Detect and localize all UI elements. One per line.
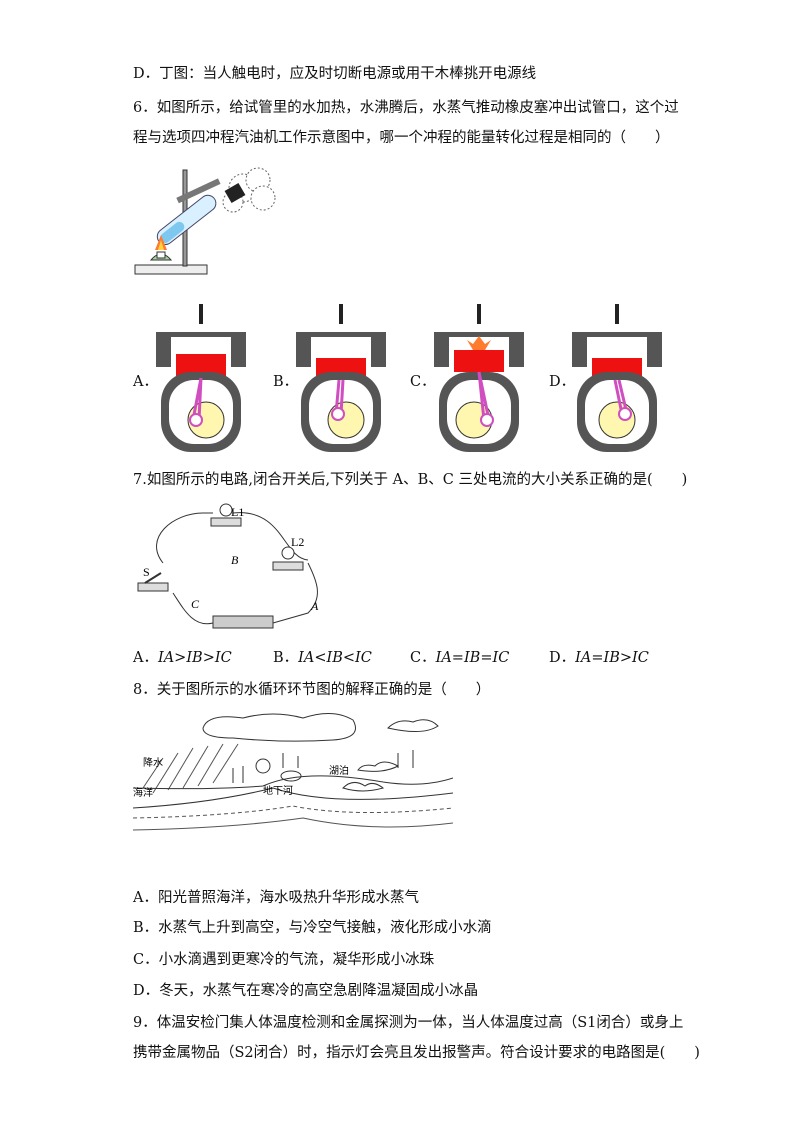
- q8-option-a: A．阳光普照海洋，海水吸热升华形成水蒸气: [133, 890, 419, 906]
- label-lake: 湖泊: [329, 765, 349, 777]
- q7-option-d: D．IA=IB>IC: [549, 650, 649, 666]
- q6-option-d: D．: [549, 374, 576, 390]
- steam-cloud-icon: [222, 167, 276, 213]
- q7-circuit-diagram: L1 L2 S B C A: [137, 503, 319, 629]
- switch-icon: [137, 582, 169, 592]
- q9-stem-line1: 9．体温安检门集人体温度检测和金属探测为一体，当人体温度过高（S1闭合）或身上: [133, 1015, 684, 1031]
- lamp-l2-icon: [281, 546, 295, 560]
- water-cycle-diagram: 降水 海洋 湖泊 地下河: [133, 713, 453, 831]
- label-s: S: [143, 565, 150, 579]
- engine-stroke-b: [296, 304, 386, 452]
- label-l2: L2: [291, 535, 304, 549]
- label-b: B: [231, 553, 239, 567]
- label-rain: 降水: [143, 756, 163, 769]
- q8-option-b: B．水蒸气上升到高空，与冷空气接触，液化形成小水滴: [133, 920, 492, 936]
- rubber-stopper-icon: [224, 182, 246, 204]
- lamp-l1-icon: [219, 503, 233, 517]
- q5-option-d: D．丁图：当人触电时，应及时切断电源或用干木棒挑开电源线: [133, 66, 537, 82]
- label-l1: L1: [231, 505, 244, 519]
- q6-option-c: C．: [410, 374, 436, 390]
- label-ocean: 海洋: [133, 786, 153, 799]
- lamp-l2-base: [272, 561, 304, 571]
- q6-option-a: A．: [133, 374, 158, 390]
- q6-stem-line2: 程与选项四冲程汽油机工作示意图中，哪一个冲程的能量转化过程是相同的（ ）: [133, 130, 670, 146]
- q9-stem-line2: 携带金属物品（S2闭合）时，指示灯会亮且发出报警声。符合设计要求的电路图是( ): [133, 1045, 700, 1061]
- engine-stroke-c: [434, 304, 524, 452]
- battery-icon: [212, 615, 274, 629]
- q7-option-b: B．IA<IB<IC: [273, 650, 372, 666]
- label-a: A: [310, 599, 319, 613]
- q6-stem-line1: 6．如图所示，给试管里的水加热，水沸腾后，水蒸气推动橡皮塞冲出试管口，这个过: [133, 100, 679, 116]
- q8-option-c: C．小水滴遇到更寒冷的气流，凝华形成小冰珠: [133, 952, 435, 968]
- q8-stem: 8．关于图所示的水循环环节图的解释正确的是（ ）: [133, 682, 491, 698]
- q7-stem: 7.如图所示的电路,闭合开关后,下列关于 A、B、C 三处电流的大小关系正确的是…: [133, 472, 688, 488]
- engine-stroke-d: [572, 304, 662, 452]
- engine-stroke-a: [156, 304, 246, 452]
- test-tube-heating-figure: [134, 167, 276, 275]
- label-underground-river: 地下河: [263, 784, 293, 797]
- q7-option-c: C．IA=IB=IC: [410, 650, 510, 666]
- label-c: C: [191, 597, 200, 611]
- q7-option-a: A．IA>IB>IC: [133, 650, 232, 666]
- q6-option-b: B．: [273, 374, 299, 390]
- upward-arrow-icons: [232, 750, 414, 783]
- lamp-l1-base: [210, 517, 242, 527]
- q8-option-d: D．冬天，水蒸气在寒冷的高空急剧降温凝固成小冰晶: [133, 983, 479, 999]
